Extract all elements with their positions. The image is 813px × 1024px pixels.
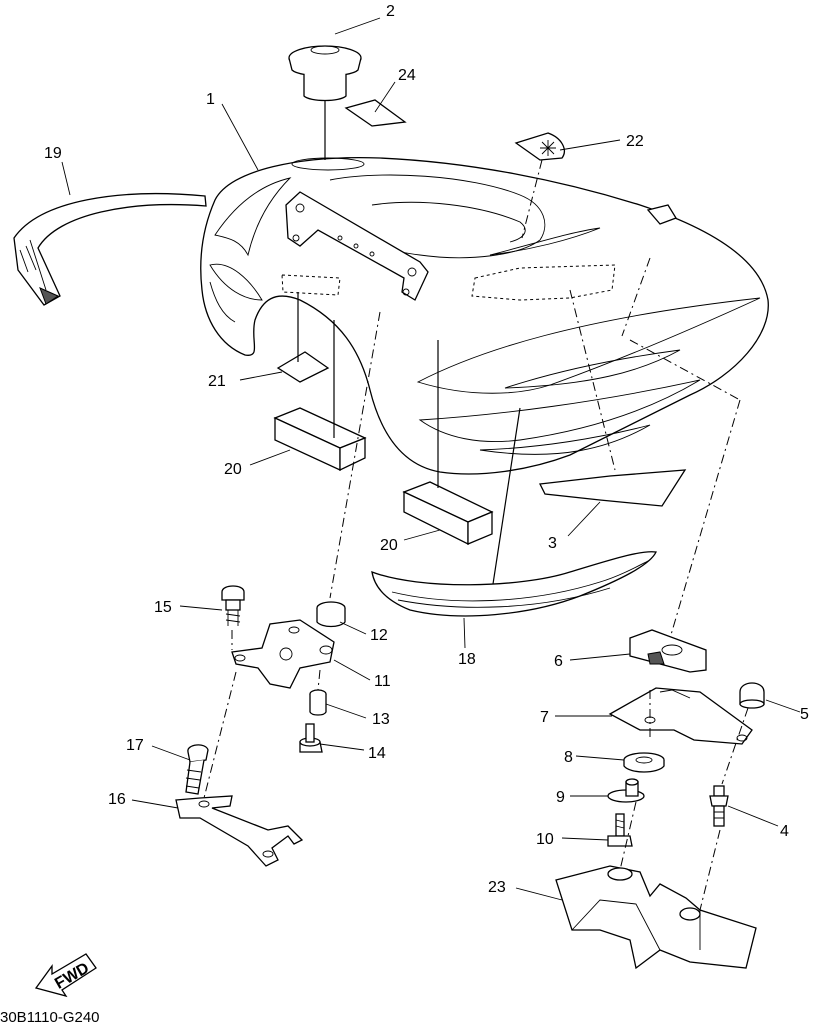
callout-24: 24 bbox=[398, 67, 416, 84]
callout-12: 12 bbox=[370, 627, 388, 644]
part-5-nut bbox=[739, 682, 765, 709]
callout-16: 16 bbox=[108, 791, 126, 808]
part-16-stay bbox=[175, 795, 304, 867]
callout-3: 3 bbox=[548, 535, 557, 552]
part-8-washer bbox=[623, 752, 665, 773]
callout-17: 17 bbox=[126, 737, 144, 754]
callout-20-upper: 20 bbox=[224, 461, 242, 478]
part-18-lower-trim bbox=[371, 551, 657, 617]
part-15-bolt bbox=[221, 585, 245, 626]
part-13-collar bbox=[309, 689, 327, 716]
callout-7: 7 bbox=[540, 709, 549, 726]
callout-11: 11 bbox=[374, 673, 391, 690]
part-20-damper-lower bbox=[402, 481, 494, 546]
leader-lines bbox=[61, 17, 801, 901]
part-24-label bbox=[344, 99, 407, 127]
callout-23: 23 bbox=[488, 879, 506, 896]
callout-9: 9 bbox=[556, 789, 565, 806]
part-12-grommet bbox=[316, 601, 346, 628]
part-4-stud bbox=[709, 785, 729, 827]
tank-top-bracket bbox=[285, 191, 429, 301]
callout-labels: 2 24 1 19 22 21 20 20 3 18 15 12 11 13 1… bbox=[44, 3, 809, 896]
part-19-side-trim bbox=[13, 192, 207, 306]
part-21-pad bbox=[276, 351, 330, 383]
callout-8: 8 bbox=[564, 749, 573, 766]
fwd-arrow-icon bbox=[34, 953, 97, 998]
callout-22: 22 bbox=[626, 133, 644, 150]
callout-5: 5 bbox=[800, 706, 809, 723]
callout-2: 2 bbox=[386, 3, 395, 20]
part-20-damper-upper bbox=[273, 407, 367, 472]
callout-1: 1 bbox=[206, 91, 215, 108]
callout-19: 19 bbox=[44, 145, 62, 162]
callout-10: 10 bbox=[536, 831, 554, 848]
part-22-emblem bbox=[514, 132, 565, 161]
part-10-bolt bbox=[607, 813, 633, 847]
part-14-bolt bbox=[299, 723, 323, 753]
callout-18: 18 bbox=[458, 651, 476, 668]
part-9-collar bbox=[607, 778, 645, 803]
part-3-decal bbox=[539, 469, 687, 507]
callout-6: 6 bbox=[554, 653, 563, 670]
callout-21: 21 bbox=[208, 373, 226, 390]
callout-4: 4 bbox=[780, 823, 789, 840]
diagram-code: 30B1110-G240 bbox=[0, 1009, 100, 1024]
part-17-bolt bbox=[185, 744, 209, 795]
part-6-bracket bbox=[629, 629, 707, 673]
callout-14: 14 bbox=[368, 745, 386, 762]
part-7-plate bbox=[608, 687, 753, 745]
part-23-lower-bracket bbox=[555, 865, 757, 970]
callout-13: 13 bbox=[372, 711, 390, 728]
part-11-bracket bbox=[231, 619, 335, 689]
part-2-fuel-cap bbox=[288, 45, 362, 102]
callout-20-lower: 20 bbox=[380, 537, 398, 554]
callout-15: 15 bbox=[154, 599, 172, 616]
